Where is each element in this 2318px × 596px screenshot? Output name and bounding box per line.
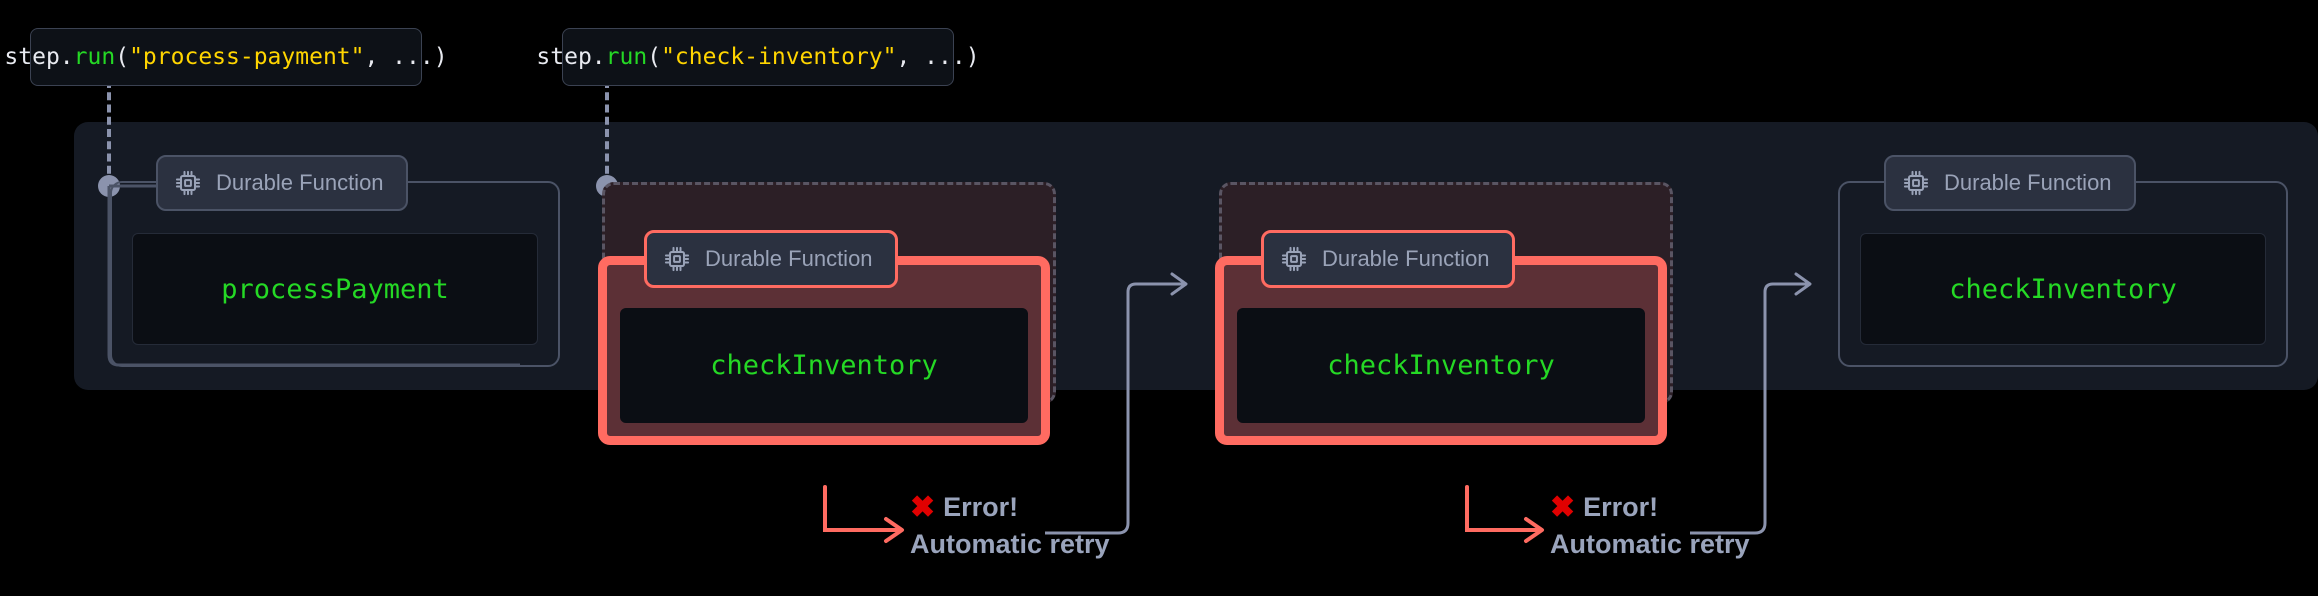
callout-1-seg-1: run [73,44,116,70]
callout-2-seg-3: "check-inventory" [661,44,897,70]
step-4-durable-function-chip[interactable]: Durable Function [1884,155,2136,211]
step-check-inventory-attempt-1[interactable]: Durable Function checkInventory [598,230,1050,445]
callout-check-inventory: step.run("check-inventory", ...) [536,28,980,86]
callout-2-seg-4: , ...) [896,44,980,70]
callout-1-seg-3: "process-payment" [129,44,365,70]
error-title-2: Error! [1583,492,1659,522]
error-annotation-2: ✖ Error! Automatic retry [1550,492,1750,560]
callout-process-payment: step.run("process-payment", ...) [4,28,448,86]
callout-2-seg-2: ( [647,44,662,70]
callout-1-seg-4: , ...) [364,44,448,70]
step-2-function-name: checkInventory [620,308,1028,423]
step-4-function-name: checkInventory [1860,233,2266,345]
step-check-inventory-success[interactable]: Durable Function checkInventory [1838,155,2288,367]
step-4-chip-label: Durable Function [1944,170,2112,195]
step-1-function-name: processPayment [132,233,538,345]
step-3-chip-label: Durable Function [1322,246,1490,271]
cpu-icon [1281,246,1307,272]
step-process-payment[interactable]: Durable Function processPayment [110,155,560,367]
error-subtitle-1: Automatic retry [910,529,1110,559]
callout-1-seg-0: step. [4,44,74,70]
step-3-durable-function-chip[interactable]: Durable Function [1261,230,1515,288]
x-mark-icon: ✖ [1550,490,1576,524]
cpu-icon [664,246,690,272]
step-2-durable-function-chip[interactable]: Durable Function [644,230,898,288]
error-subtitle-2: Automatic retry [1550,529,1750,559]
callout-1-seg-2: ( [115,44,130,70]
cpu-icon [175,170,201,196]
callout-2-seg-1: run [605,44,648,70]
step-2-chip-label: Durable Function [705,246,873,271]
error-annotation-1: ✖ Error! Automatic retry [910,492,1110,560]
step-3-function-name: checkInventory [1237,308,1645,423]
x-mark-icon: ✖ [910,490,936,524]
step-1-chip-label: Durable Function [216,170,384,195]
leader-line-check-inventory [605,80,609,186]
step-check-inventory-attempt-2[interactable]: Durable Function checkInventory [1215,230,1667,445]
error-title-1: Error! [943,492,1019,522]
step-1-durable-function-chip[interactable]: Durable Function [156,155,408,211]
cpu-icon [1903,170,1929,196]
callout-2-seg-0: step. [536,44,606,70]
error-title-row: ✖ Error! [1550,492,1750,523]
leader-line-process-payment [107,80,111,186]
error-title-row: ✖ Error! [910,492,1110,523]
